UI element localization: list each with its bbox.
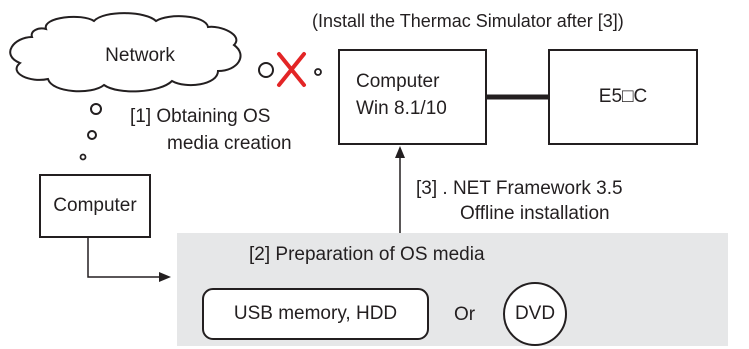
- step2-title: [2] Preparation of OS media: [249, 244, 485, 265]
- target-computer-line2: Win 8.1/10: [356, 98, 447, 119]
- dvd-disc-icon: [503, 282, 567, 346]
- step1-line1: [1] Obtaining OS: [130, 106, 271, 127]
- step3-line1: [3] . NET Framework 3.5: [416, 178, 623, 199]
- target-computer-box: [338, 49, 487, 145]
- red-x-icon: [277, 52, 306, 87]
- step1-line2: media creation: [167, 133, 292, 154]
- network-label: Network: [105, 45, 175, 66]
- controller-box: [548, 49, 698, 145]
- thought-bubble-large: [90, 103, 102, 115]
- thought-bubble-small: [79, 153, 87, 161]
- target-computer-line1: Computer: [356, 71, 440, 92]
- controller-label: E5□C: [598, 86, 648, 107]
- arrow-to-media: [87, 237, 161, 278]
- or-label: Or: [454, 304, 476, 325]
- arrow-head-right: [159, 272, 171, 282]
- install-note: (Install the Thermac Simulator after [3]…: [312, 11, 624, 31]
- thought-bubble-medium: [87, 130, 97, 140]
- dvd-label: DVD: [514, 303, 556, 324]
- blocked-bubble-large: [258, 62, 274, 78]
- arrow-head-up: [395, 146, 405, 158]
- source-computer-box: [39, 174, 151, 238]
- source-computer-label: Computer: [53, 195, 137, 216]
- blocked-bubble-small: [314, 68, 322, 76]
- usb-hdd-label: USB memory, HDD: [233, 303, 398, 324]
- network-cloud-icon: [9, 12, 242, 93]
- usb-hdd-box: [202, 288, 429, 340]
- step3-line2: Offline installation: [460, 203, 610, 224]
